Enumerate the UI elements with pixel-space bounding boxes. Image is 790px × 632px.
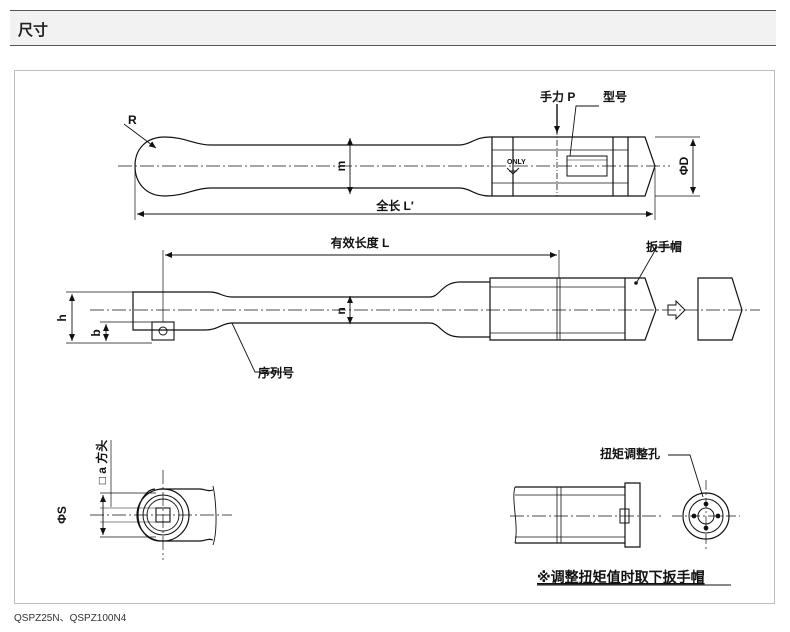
head-detail-view: [90, 470, 232, 560]
side-handle-outline: [132, 277, 657, 341]
square-drive-label: □ a 方头: [94, 440, 109, 485]
radius-leader: [123, 123, 157, 149]
cap-dot: [634, 281, 638, 285]
adjust-hole-outer: [682, 492, 730, 540]
serial-leader: [231, 322, 282, 373]
removed-cap: [697, 277, 743, 341]
model-window: [566, 155, 608, 177]
model-label: 型号: [603, 89, 627, 104]
only-label: ONLY: [507, 159, 526, 166]
diameter-s-label: ΦS: [55, 506, 69, 524]
square-drive-outline: [155, 507, 171, 523]
model-leader: [569, 105, 599, 157]
adjust-hole-leader: [668, 454, 704, 498]
force-point-label: 手力 P: [540, 89, 575, 104]
section-header: 尺寸: [10, 10, 776, 46]
cap-leader: [636, 246, 672, 283]
cap-removal-note: ※调整扭矩值时取下扳手帽: [537, 569, 705, 585]
b-label: b: [89, 329, 103, 336]
head-outer-circle: [136, 488, 190, 542]
adjust-detail-view: [510, 480, 740, 552]
side-drive-ball: [158, 326, 168, 336]
m-label: m: [334, 161, 348, 172]
n-label: n: [334, 307, 348, 314]
top-view: [118, 96, 670, 197]
wrench-cap-label: 扳手帽: [646, 239, 682, 254]
radius-label: R: [128, 113, 137, 127]
only-direction-icon: [506, 167, 520, 175]
head-diameter-label: ΦD: [677, 156, 691, 175]
adjust-hole-inner: [697, 507, 715, 525]
model-list: QSPZ25N、QSPZ100N4: [14, 613, 127, 624]
serial-label: 序列号: [258, 365, 294, 380]
top-handle-outline: [134, 136, 656, 197]
remove-cap-arrow-icon: [667, 299, 686, 321]
side-square-drive: [151, 321, 175, 341]
total-length-label: 全长 L′: [375, 198, 414, 213]
adjust-sleeve-outline: [515, 482, 641, 548]
h-label: h: [55, 314, 69, 321]
side-view: [90, 277, 760, 341]
adjust-hole-label: 扭矩调整孔: [600, 446, 660, 461]
section-title: 尺寸: [18, 22, 49, 39]
effective-length-label: 有效长度 L: [331, 235, 390, 250]
